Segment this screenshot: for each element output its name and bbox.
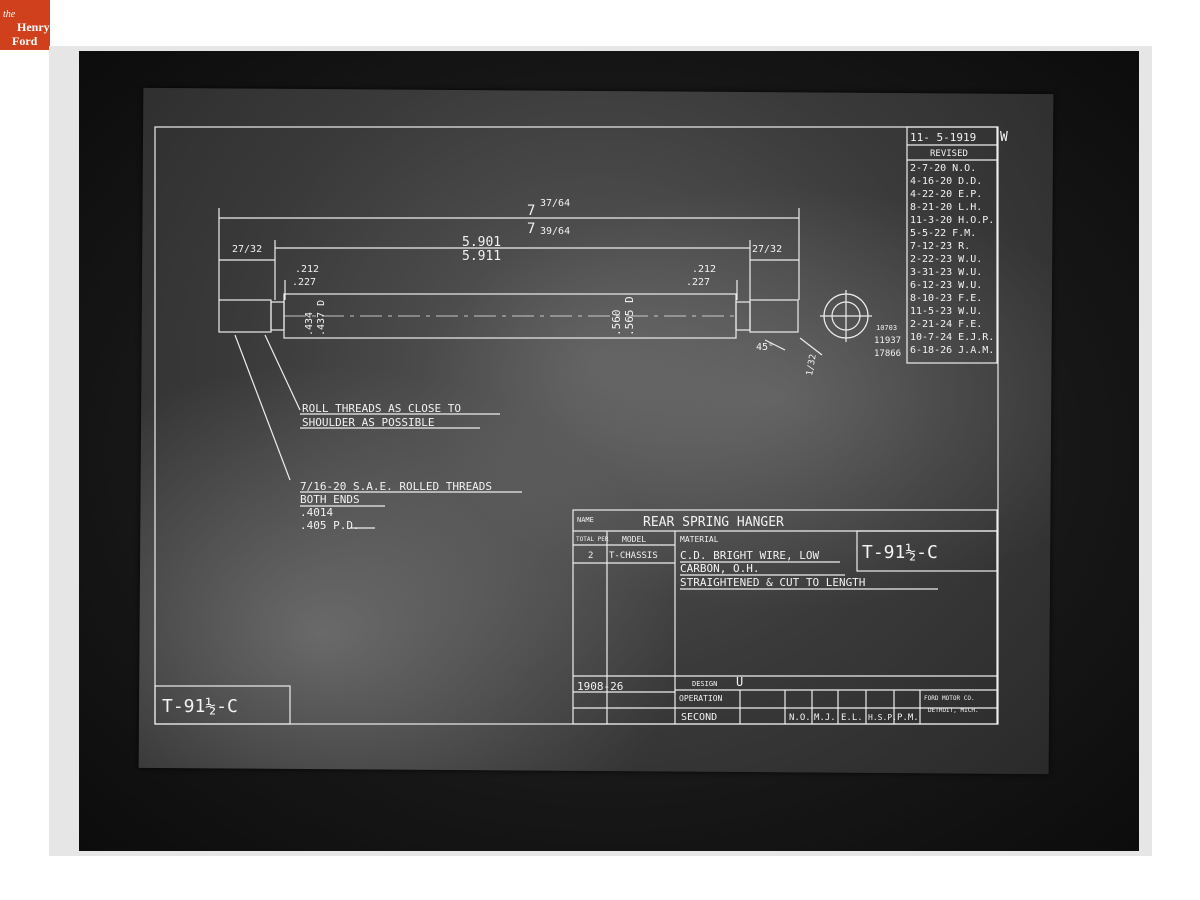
body-length-max: 5.911	[462, 249, 501, 264]
chamfer-size: 1/32	[805, 353, 819, 376]
revision-entry: 2-22-23 W.U.	[910, 254, 982, 265]
note-threads-2: BOTH ENDS	[300, 493, 360, 506]
drawing-date: 11- 5-1919	[910, 131, 976, 144]
model-value: T-CHASSIS	[609, 551, 658, 561]
note-pitch-diameter-2: .405 P.D.	[300, 519, 360, 532]
henry-ford-logo: the Henry Ford	[0, 0, 50, 50]
overall-length-whole-2: 7	[527, 221, 535, 237]
right-shoulder-min: .212	[692, 264, 716, 275]
revision-entry: 5-5-22 F.M.	[910, 228, 976, 239]
revision-entry: 4-16-20 D.D.	[910, 176, 982, 187]
revision-entry: 4-22-20 E.P.	[910, 189, 982, 200]
revision-table	[906, 126, 998, 364]
revision-entry: 2-7-20 N.O.	[910, 163, 976, 174]
small-diameter-max: .437 D	[316, 300, 327, 336]
signature: E.L.	[841, 713, 863, 723]
note-pitch-diameter-1: .4014	[300, 506, 333, 519]
revision-entry: 8-10-23 F.E.	[910, 293, 982, 304]
revision-entry: 6-18-26 J.A.M.	[910, 345, 994, 356]
chamfer-angle: 45°	[756, 342, 774, 353]
company-name: FORD MOTOR CO.	[924, 695, 975, 702]
revision-entry: 11-5-23 W.U.	[910, 306, 982, 317]
photo-backing	[79, 51, 1139, 851]
left-shoulder-max: .227	[292, 277, 316, 288]
right-thread-length: 27/32	[752, 244, 782, 255]
part-number: T-91½-C	[862, 542, 938, 563]
logo-ford: Ford	[12, 34, 38, 48]
revision-entry: 10-7-24 E.J.R.	[910, 332, 994, 343]
signature: H.S.P.	[868, 713, 897, 722]
large-diameter-max: .565 D	[623, 296, 636, 336]
model-label: MODEL	[622, 535, 646, 544]
revision-entry: 8-21-20 L.H.	[910, 202, 982, 213]
operation-label: OPERATION	[679, 694, 723, 703]
revision-ref: 10703	[876, 324, 897, 332]
revision-ref: 17866	[874, 349, 901, 359]
material-label: MATERIAL	[680, 535, 719, 544]
left-thread	[218, 299, 272, 333]
logo-henry: Henry	[17, 20, 50, 34]
logo-the: the	[3, 9, 16, 20]
corner-part-number-box	[154, 685, 291, 725]
material-line-2: CARBON, O.H.	[680, 562, 759, 575]
revised-label: REVISED	[930, 149, 968, 159]
operation-value: SECOND	[681, 712, 717, 723]
part-name: REAR SPRING HANGER	[643, 515, 784, 530]
revision-entry: 3-31-23 W.U.	[910, 267, 982, 278]
right-shoulder-max: .227	[686, 277, 710, 288]
body-length-min: 5.901	[462, 235, 501, 250]
revision-entry: 2-21-24 F.E.	[910, 319, 982, 330]
revision-entry: 7-12-23 R.	[910, 241, 970, 252]
design-value: U	[736, 675, 743, 689]
drawing-border	[154, 126, 999, 725]
overall-length-fraction-2: 39/64	[540, 226, 570, 237]
right-thread	[749, 299, 799, 333]
total-per: 2	[588, 551, 593, 561]
signature: M.J.	[814, 713, 836, 723]
revision-entry: 6-12-23 W.U.	[910, 280, 982, 291]
corner-mark: W	[1000, 130, 1008, 145]
name-label: NAME	[577, 516, 594, 524]
note-roll-threads-1: ROLL THREADS AS CLOSE TO	[302, 402, 461, 415]
design-label: DESIGN	[692, 680, 717, 688]
signature: P.M.	[897, 713, 919, 723]
photograph	[49, 46, 1152, 856]
overall-length-fraction-1: 37/64	[540, 198, 570, 209]
revision-entry: 11-3-20 H.O.P.	[910, 215, 994, 226]
signature: N.O.	[789, 713, 811, 723]
large-diameter-min: .560	[610, 310, 623, 337]
note-roll-threads-2: SHOULDER AS POSSIBLE	[302, 416, 434, 429]
overall-length-whole: 7	[527, 203, 535, 219]
part-number-box	[856, 530, 998, 572]
corner-part-number: T-91½-C	[162, 696, 238, 717]
revision-ref: 11937	[874, 336, 901, 346]
model-years: 1908-26	[577, 680, 623, 693]
left-shoulder-min: .212	[295, 264, 319, 275]
total-label: TOTAL PER	[576, 536, 609, 543]
company-city: DETROIT, MICH.	[928, 707, 979, 714]
material-line-1: C.D. BRIGHT WIRE, LOW	[680, 549, 819, 562]
material-line-3: STRAIGHTENED & CUT TO LENGTH	[680, 576, 865, 589]
small-diameter-min: .434	[304, 312, 315, 336]
left-thread-length: 27/32	[232, 244, 262, 255]
note-threads-1: 7/16-20 S.A.E. ROLLED THREADS	[300, 480, 492, 493]
